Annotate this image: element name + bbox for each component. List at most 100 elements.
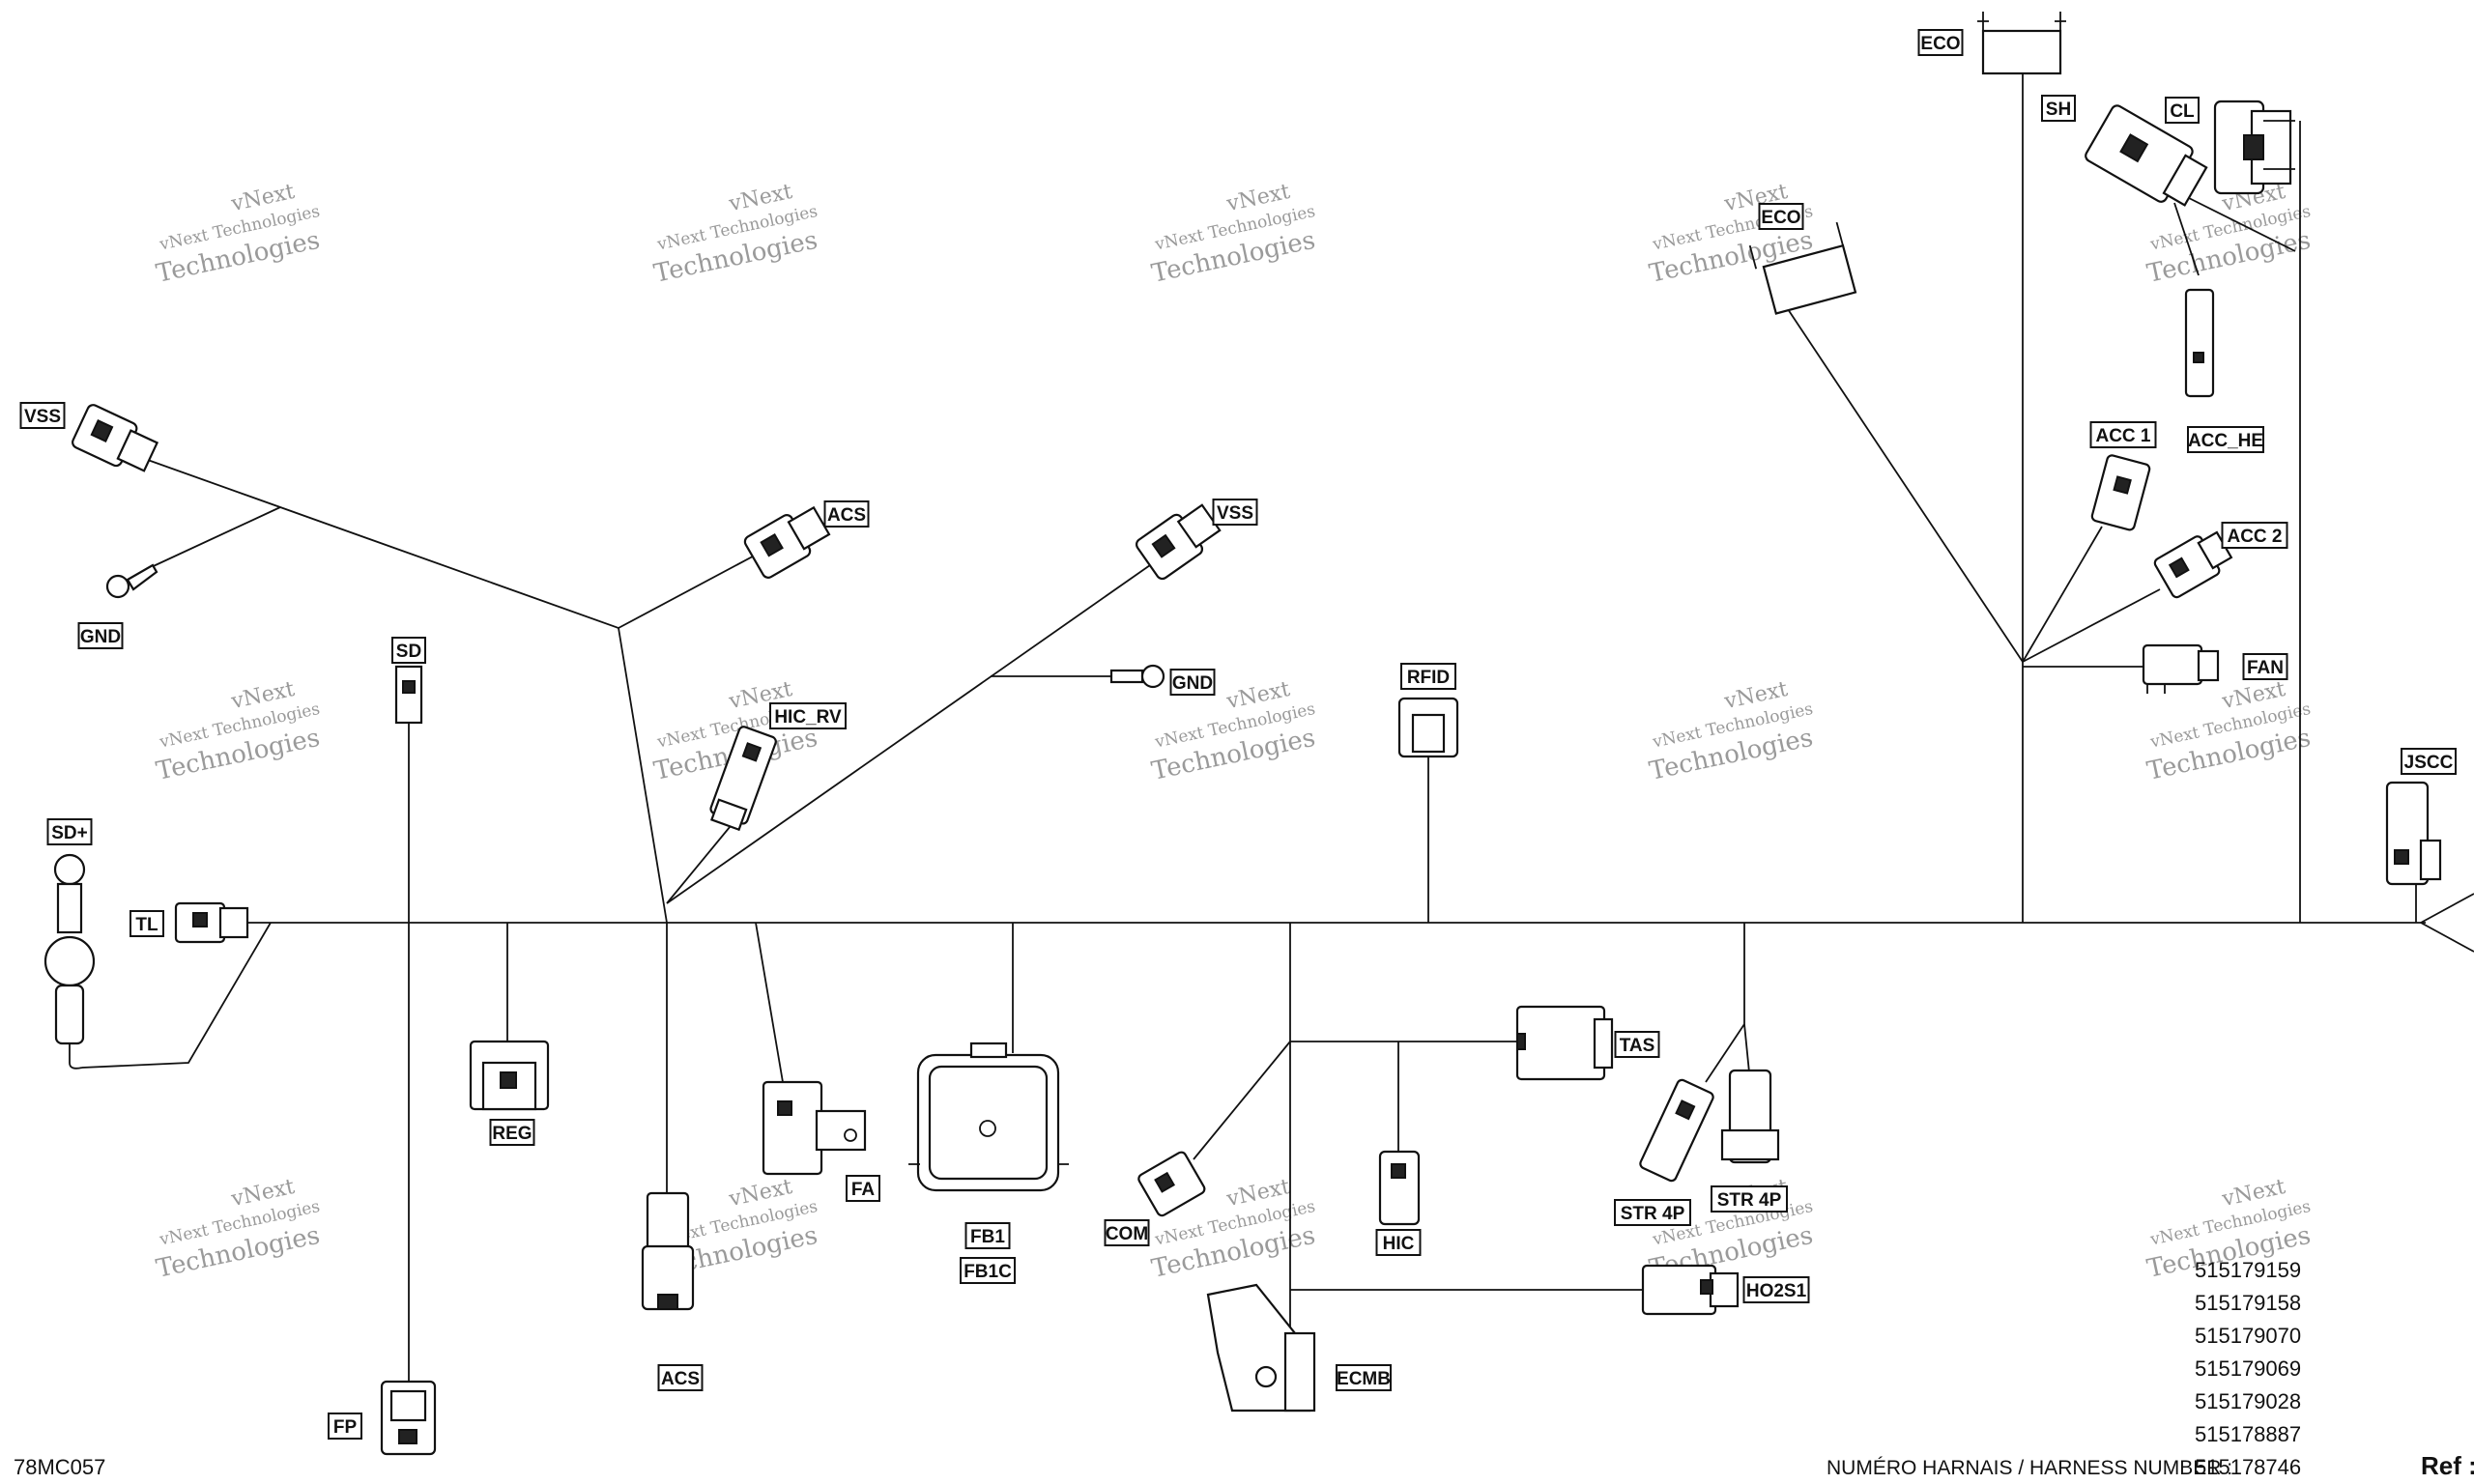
- label-text: ACS: [661, 1369, 700, 1389]
- label-cl: CL: [2165, 97, 2200, 124]
- ho2s1-connector: [1641, 1264, 1740, 1316]
- acs-top-wire: [618, 550, 764, 629]
- label-text: FB1C: [964, 1262, 1012, 1282]
- components: [43, 12, 2442, 1456]
- ecmb-connector: [1206, 1283, 1316, 1413]
- label-ecmb: ECMB: [1336, 1364, 1392, 1391]
- acc-he-connector: [2184, 288, 2215, 398]
- label-text: TL: [135, 915, 158, 935]
- hic-rv-connector: [709, 726, 777, 832]
- label-text: REG: [492, 1124, 532, 1144]
- vss-mid-wire: [666, 564, 1151, 904]
- com-wire: [1193, 1041, 1291, 1160]
- str4p-connector-a: [1639, 1078, 1714, 1183]
- hic-connector: [1378, 1150, 1421, 1226]
- com-connector: [1137, 1151, 1206, 1217]
- eco-mid-wire: [1787, 308, 2024, 663]
- fan-connector: [2142, 643, 2220, 694]
- fa-wire: [755, 922, 784, 1083]
- label-text: FAN: [2247, 658, 2284, 678]
- label-gnd-mid: GND: [1169, 669, 1216, 696]
- label-tas: TAS: [1614, 1031, 1660, 1058]
- harness-number: 515179028: [2195, 1389, 2301, 1413]
- label-text: HIC_RV: [774, 707, 842, 728]
- label-text: RFID: [1407, 668, 1450, 688]
- label-sd-plus: SD+: [46, 818, 93, 845]
- label-rfid: RFID: [1400, 663, 1456, 690]
- label-hic-rv: HIC_RV: [769, 702, 847, 729]
- sd-connector: [394, 665, 423, 725]
- tas-connector: [1515, 1005, 1614, 1081]
- wires: [81, 68, 2474, 1391]
- str4p-wire: [1705, 923, 1750, 1083]
- label-fb1c: FB1C: [960, 1257, 1016, 1284]
- harness-number: 515179158: [2195, 1291, 2301, 1315]
- label-text: ECO: [1761, 208, 1800, 228]
- label-str4p-a: STR 4P: [1614, 1199, 1691, 1226]
- label-fb1: FB1: [964, 1222, 1011, 1249]
- acs-top-connector: [743, 505, 831, 579]
- label-text: ACC 2: [2227, 527, 2282, 547]
- diagram-code: 78MC057: [14, 1455, 105, 1479]
- str4p-connector-b: [1720, 1069, 1780, 1164]
- label-com: COM: [1104, 1219, 1150, 1246]
- acc2-wire: [2022, 588, 2161, 663]
- eco-top-connector: [1977, 12, 2066, 75]
- label-text: ECO: [1920, 34, 1960, 54]
- eco-mid-connector: [1748, 221, 1857, 315]
- label-fan: FAN: [2242, 653, 2288, 680]
- label-text: GND: [1172, 673, 1213, 694]
- label-text: JSCC: [2404, 753, 2454, 773]
- vss-left-connector: [72, 404, 159, 472]
- reg-connector: [469, 1040, 550, 1111]
- label-text: COM: [1106, 1224, 1148, 1244]
- label-vss-left: VSS: [19, 402, 66, 429]
- sh-to-acche-wire: [2173, 202, 2200, 276]
- label-vss-mid: VSS: [1212, 499, 1258, 526]
- label-text: SH: [2046, 100, 2071, 120]
- sh-to-cl-wire: [2178, 192, 2296, 252]
- label-sd: SD: [391, 637, 426, 664]
- trunk-to-jscc-wire: [2420, 893, 2474, 953]
- label-text: STR 4P: [1717, 1190, 1782, 1211]
- label-text: SD: [396, 642, 421, 662]
- label-acc-he: ACC_HE: [2187, 426, 2264, 453]
- sh-connector: [2085, 104, 2208, 207]
- gnd-mid-ring-terminal: [1109, 664, 1165, 689]
- label-text: VSS: [24, 407, 61, 427]
- jscc-connector: [2385, 781, 2442, 886]
- label-text: ACC_HE: [2188, 431, 2263, 451]
- acc1-connector: [2090, 454, 2151, 531]
- label-hic: HIC: [1375, 1229, 1422, 1256]
- label-reg: REG: [489, 1119, 535, 1146]
- label-text: FA: [851, 1180, 876, 1200]
- label-tl: TL: [129, 910, 164, 937]
- label-text: CL: [2170, 101, 2195, 122]
- acc1-wire: [2022, 526, 2103, 663]
- fp-connector: [380, 1380, 437, 1456]
- acc2-connector: [2153, 530, 2233, 599]
- label-text: HIC: [1383, 1234, 1415, 1254]
- rfid-connector: [1397, 697, 1459, 758]
- sd-plus-sensor: [43, 853, 96, 1070]
- gnd-left-wire: [144, 506, 281, 571]
- gnd-left-ring-terminal: [105, 563, 158, 599]
- cl-connector: [2213, 100, 2295, 195]
- fa-connector: [762, 1080, 867, 1176]
- label-acs-bottom: ACS: [657, 1364, 704, 1391]
- label-text: STR 4P: [1621, 1204, 1685, 1224]
- harness-number: 515179069: [2195, 1356, 2301, 1381]
- label-fp: FP: [328, 1413, 362, 1440]
- label-text: ECMB: [1337, 1369, 1391, 1389]
- label-text: HO2S1: [1746, 1281, 1807, 1301]
- label-gnd-left: GND: [77, 622, 124, 649]
- tl-connector: [174, 901, 249, 944]
- fb1-fuse-box: [908, 1042, 1069, 1192]
